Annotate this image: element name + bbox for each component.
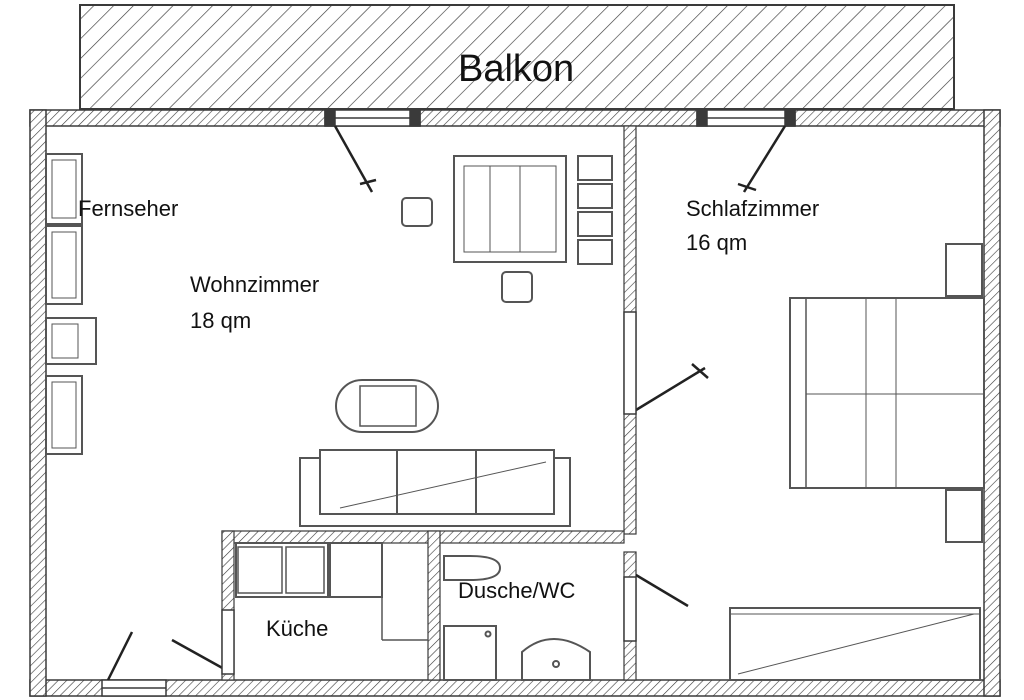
tv-label: Fernseher [78,196,179,221]
bedroom-area: 16 qm [686,230,748,255]
balcony-area [79,4,955,110]
dining-table [401,155,613,303]
balcony-doors [101,109,796,697]
bedroom-name: Schlafzimmer [686,196,820,221]
bed [789,243,985,543]
bathroom-fixtures [443,555,591,681]
coffee-table [335,379,439,433]
sofa [299,449,571,527]
living-room-name: Wohnzimmer [190,272,320,297]
kitchen-units [235,542,428,641]
balcony-label: Balkon [458,48,575,90]
bath-name: Dusche/WC [458,578,576,603]
living-room-area: 18 qm [190,308,252,333]
door-frames [221,311,637,675]
kitchen-name: Küche [266,616,329,641]
wardrobe [729,607,981,681]
door-swings [106,125,787,681]
tv-wall-unit [45,153,97,455]
